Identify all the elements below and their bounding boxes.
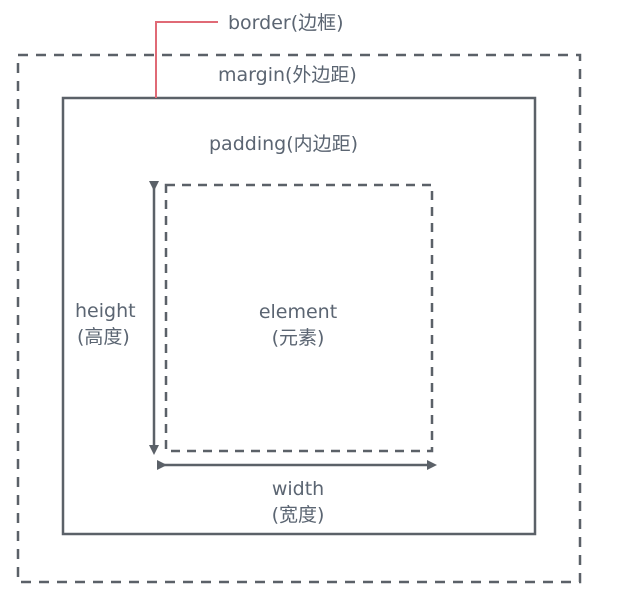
margin-label: margin(外边距) [218,64,357,86]
element-label-line2: (元素) [271,327,325,349]
width-label-line2: (宽度) [271,504,325,526]
border-label: border(边框) [228,12,344,34]
height-label-line2: (高度) [77,326,130,348]
height-label-line1: height [75,300,136,322]
border-box [61,96,537,536]
border-callout-line [155,21,218,98]
margin-box [16,53,582,584]
element-label-line1: element [258,301,338,323]
element-box [164,183,434,453]
width-label-line1: width [271,478,325,500]
padding-label: padding(内边距) [209,133,359,155]
